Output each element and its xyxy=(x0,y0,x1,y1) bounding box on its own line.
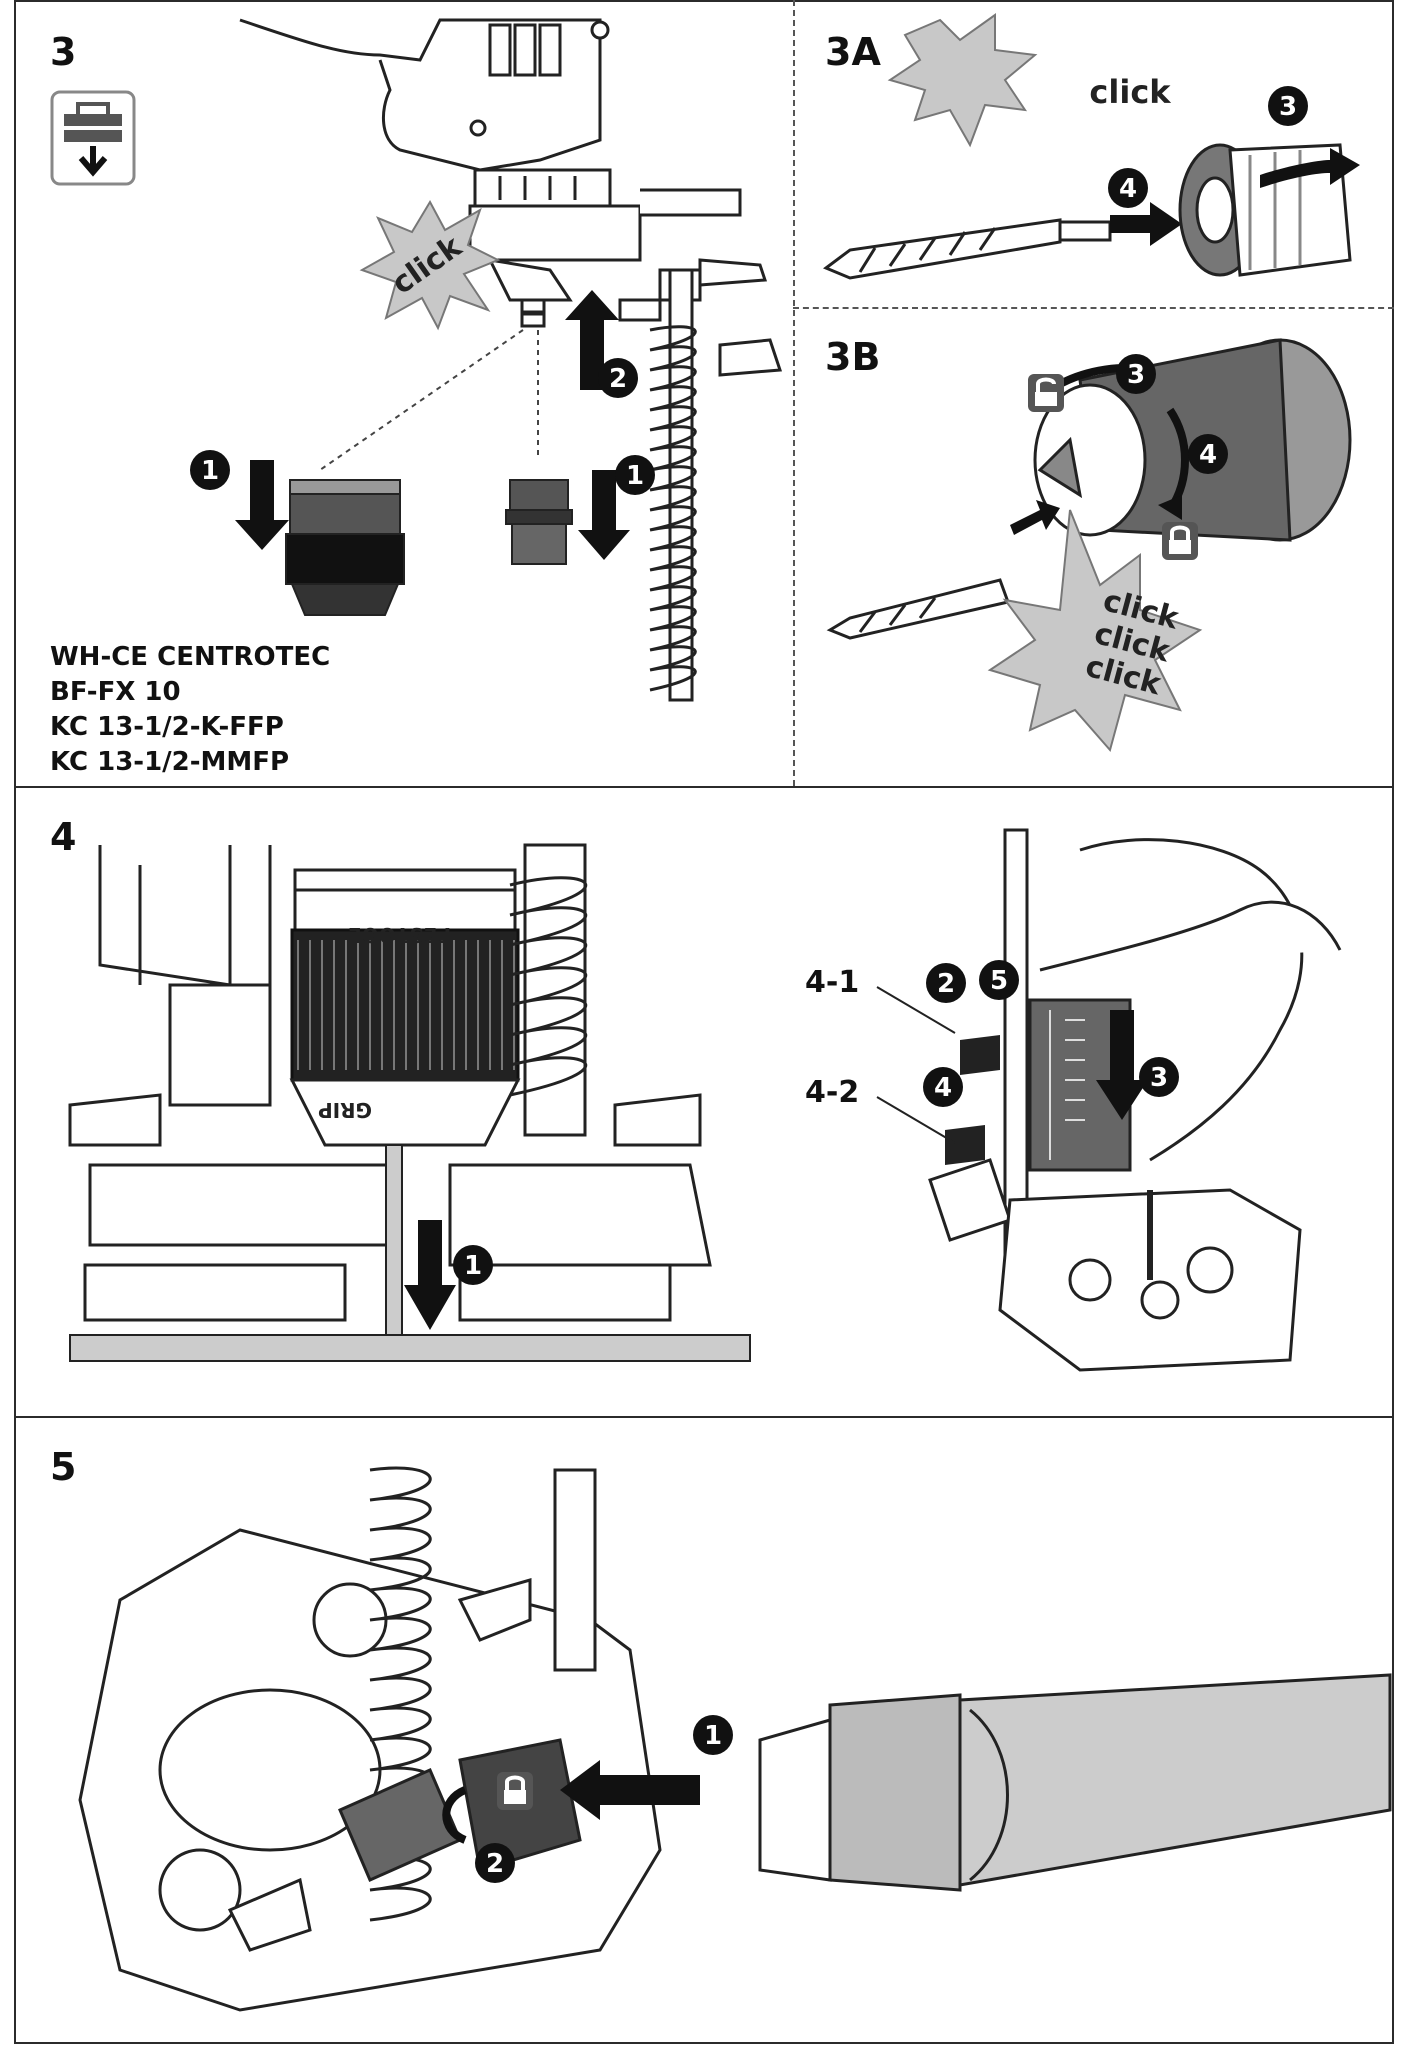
click-click-click-label: click click click xyxy=(1082,583,1183,702)
outer-frame xyxy=(14,0,1394,2044)
step-1-badge: 1 xyxy=(693,1715,733,1755)
chuck-illustration: 1 xyxy=(190,450,405,616)
svg-text:click: click xyxy=(1089,73,1171,111)
callout-4-1: 4-1 xyxy=(805,965,860,1000)
panel-4-right-illustration xyxy=(928,828,1342,1372)
svg-text:1: 1 xyxy=(704,1721,722,1751)
svg-text:2: 2 xyxy=(609,364,627,394)
toolbox-download-icon xyxy=(50,90,136,186)
svg-text:GRIP: GRIP xyxy=(318,1098,372,1122)
svg-text:4: 4 xyxy=(934,1073,952,1103)
svg-text:3: 3 xyxy=(1150,1063,1168,1093)
model-item: BF-FX 10 xyxy=(50,677,181,707)
svg-text:4: 4 xyxy=(1199,440,1217,470)
panel-4-label: 4 xyxy=(50,815,77,859)
dashed-divider-horizontal xyxy=(793,307,1394,309)
svg-text:5: 5 xyxy=(990,966,1008,996)
svg-text:1: 1 xyxy=(201,456,219,486)
svg-text:1: 1 xyxy=(464,1251,482,1281)
svg-text:3: 3 xyxy=(1279,92,1297,122)
starburst-icon: click xyxy=(359,199,501,331)
panel-3-drill-illustration xyxy=(239,18,783,702)
step-2-badge: 2 xyxy=(598,358,638,398)
step-3-badge: 3 xyxy=(1139,1057,1179,1097)
svg-text:4: 4 xyxy=(1119,174,1137,204)
svg-text:2: 2 xyxy=(937,969,955,999)
step-4-badge: 4 xyxy=(1188,434,1228,474)
panel-3b-illustration xyxy=(826,338,1352,753)
step-2-badge: 2 xyxy=(926,963,966,1003)
divider-row-2 xyxy=(14,1416,1394,1418)
model-item: KC 13-1/2-K-FFP xyxy=(50,712,284,742)
leader-lines xyxy=(876,1096,956,1144)
panel-4-left-illustration xyxy=(68,843,751,1362)
click-label-3a: click xyxy=(1089,73,1171,111)
lock-open-icon xyxy=(1028,374,1064,412)
lock-closed-icon xyxy=(497,1772,533,1810)
divider-row-1 xyxy=(14,786,1394,788)
svg-text:2: 2 xyxy=(486,1849,504,1879)
dashed-divider-vertical xyxy=(793,0,795,786)
svg-text:3: 3 xyxy=(1127,360,1145,390)
panel-3a-label: 3A xyxy=(825,30,881,74)
step-4-badge: 4 xyxy=(923,1067,963,1107)
step-5-badge: 5 xyxy=(979,960,1019,1000)
brand-label: FESTOOL xyxy=(349,923,451,947)
svg-text:1: 1 xyxy=(626,461,644,491)
model-item: KC 13-1/2-MMFP xyxy=(50,747,290,777)
panel-5-label: 5 xyxy=(50,1445,77,1489)
step-4-badge: 4 xyxy=(1108,168,1148,208)
callout-4-2: 4-2 xyxy=(805,1075,860,1110)
lock-closed-icon xyxy=(1162,522,1198,560)
panel-3b-label: 3B xyxy=(825,335,881,379)
panel-3-label: 3 xyxy=(50,30,77,74)
panel-5-illustration xyxy=(78,1466,1392,2012)
grip-label: GRIP xyxy=(318,1098,372,1122)
leader-lines xyxy=(876,986,956,1034)
adapter-illustration: 1 xyxy=(505,455,655,565)
compatible-models-list: WH-CE CENTROTEC BF-FX 10 KC 13-1/2-K-FFP… xyxy=(50,640,330,780)
step-2-badge: 2 xyxy=(475,1843,515,1883)
step-1-badge: 1 xyxy=(453,1245,493,1285)
panel-3a-illustration xyxy=(823,13,1360,280)
step-3-badge: 3 xyxy=(1116,354,1156,394)
step-3-badge: 3 xyxy=(1268,86,1308,126)
model-item: WH-CE CENTROTEC xyxy=(50,642,331,672)
svg-text:FESTOOL: FESTOOL xyxy=(349,923,451,947)
